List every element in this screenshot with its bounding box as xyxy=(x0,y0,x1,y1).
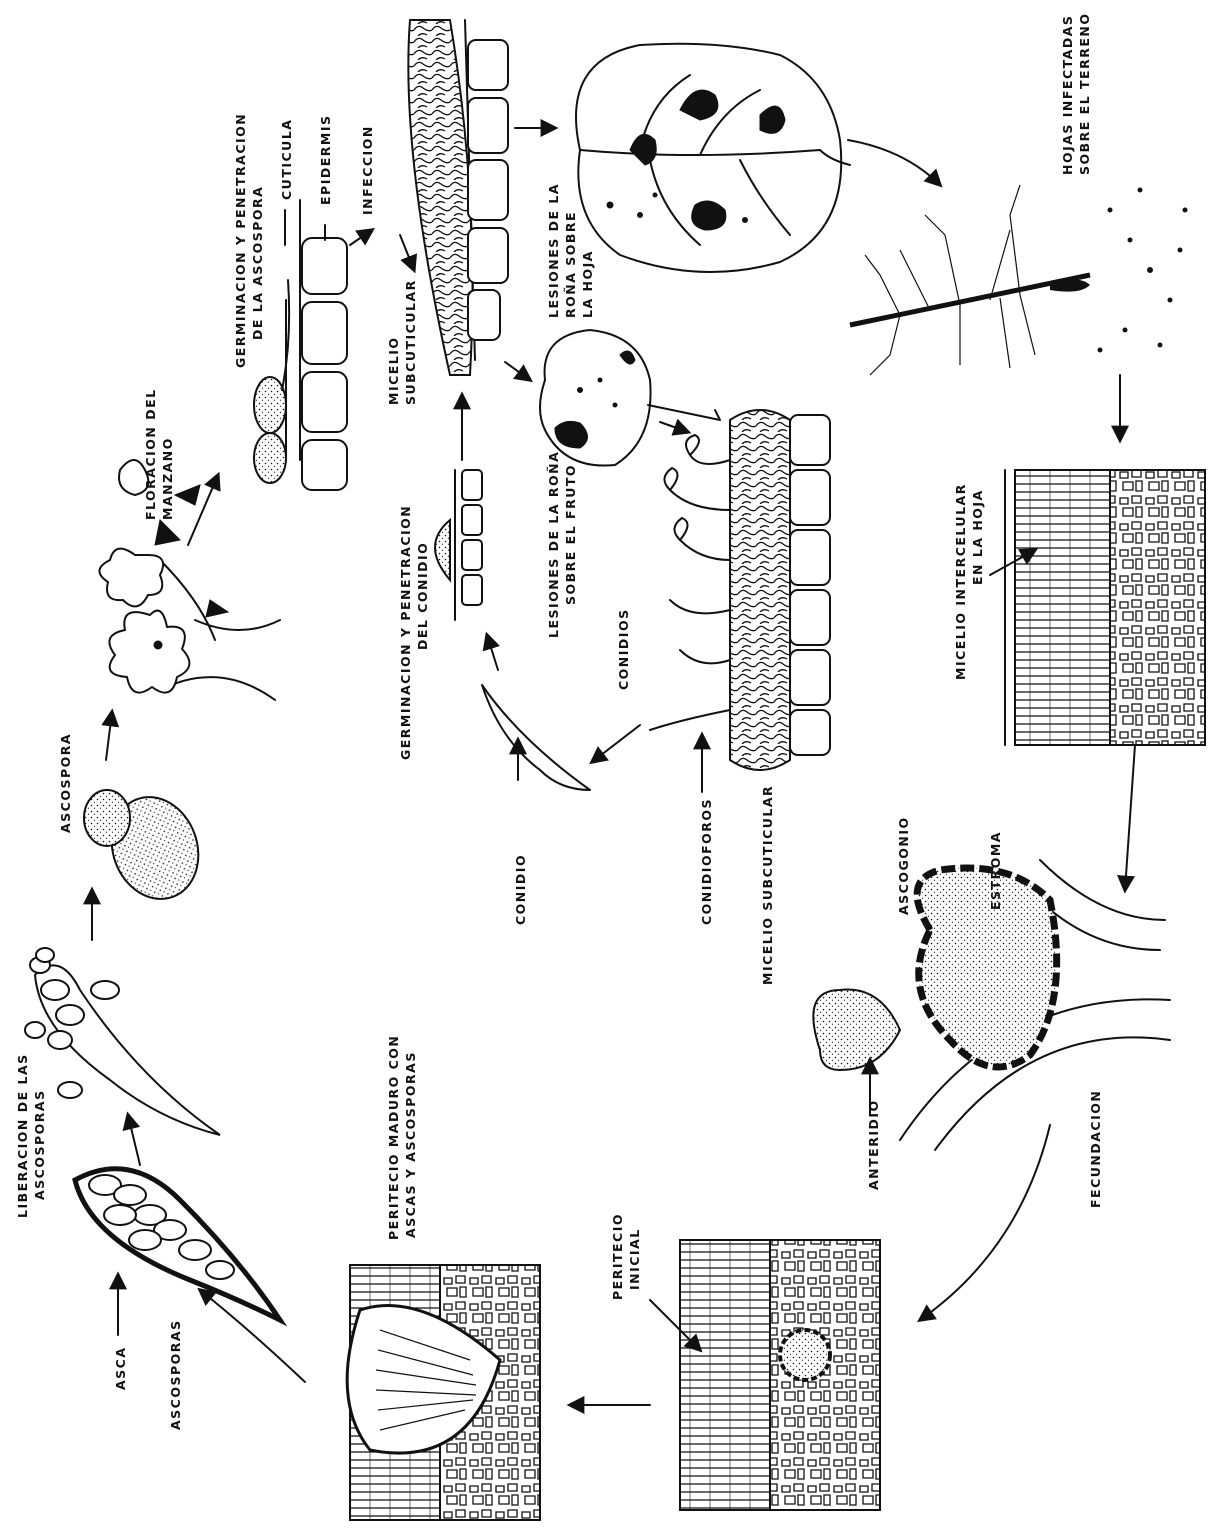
label-peritecio-maduro-2: ASCAS Y ASCOSPORAS xyxy=(403,1051,418,1238)
ascospore-germination-drawing xyxy=(254,200,347,490)
label-micelio-sub-1: MICELIO xyxy=(386,336,401,405)
label-ascospora: ASCOSPORA xyxy=(58,733,73,833)
label-floracion-1: FLORACION DEL xyxy=(143,388,158,520)
mature-perithecium-drawing xyxy=(347,1265,540,1520)
label-germ-conidio-1: GERMINACION Y PENETRACION xyxy=(398,505,413,760)
label-ascogonio: ASCOGONIO xyxy=(896,816,911,915)
arrow-leaf-to-ground xyxy=(848,140,940,185)
label-conidios: CONIDIOS xyxy=(616,608,631,690)
label-lesiones-hoja-2: ROÑA SOBRE xyxy=(563,211,578,318)
label-epidermis: EPIDERMIS xyxy=(318,115,333,205)
arrow-fecundation-to-perithecium xyxy=(920,1125,1050,1320)
label-conidioforos: CONIDIOFOROS xyxy=(699,798,714,925)
label-germ-asco-2: DE LA ASCOSPORA xyxy=(250,186,265,340)
leaves-on-ground-drawing xyxy=(850,185,1187,375)
conidium-germination-drawing xyxy=(435,470,482,620)
label-hojas-inf-1: HOJAS INFECTADAS xyxy=(1060,15,1075,175)
label-conidio: CONIDIO xyxy=(513,854,528,925)
label-floracion-2: MANZANO xyxy=(160,437,175,520)
label-lesiones-hoja-1: LESIONES DE LA xyxy=(546,183,561,318)
label-micelio-inter-1: MICELIO INTERCELULAR xyxy=(953,483,968,680)
arrow-to-infection xyxy=(350,230,372,245)
label-hojas-inf-2: SOBRE EL TERRENO xyxy=(1077,13,1092,175)
label-micelio-inter-2: EN LA HOJA xyxy=(970,489,985,585)
intercellular-mycelium-drawing xyxy=(990,470,1205,745)
label-lesiones-hoja-3: LA HOJA xyxy=(580,250,595,318)
arrow-asca-to-release xyxy=(128,1115,140,1165)
conidiophores-drawing xyxy=(650,410,830,770)
arrow-bloom-to-germination xyxy=(188,475,218,545)
label-liberacion-1: LIBERACION DE LAS xyxy=(15,1053,30,1218)
label-ascosporas: ASCOSPORAS xyxy=(168,1319,183,1430)
label-liberacion-2: ASCOSPORAS xyxy=(32,1089,47,1200)
arrow-intercellular-to-ascogonium xyxy=(1125,745,1135,890)
arrow-conidios-to-conidio xyxy=(592,725,640,762)
label-cuticula: CUTICULA xyxy=(279,119,294,200)
apple-blossom-drawing xyxy=(99,460,280,700)
conidium-drawing xyxy=(482,685,590,790)
label-infeccion: INFECCION xyxy=(360,125,375,215)
label-fecundacion: FECUNDACION xyxy=(1088,1090,1103,1208)
ascospora-drawing xyxy=(84,785,212,911)
arrow-to-fruit-lesion xyxy=(505,362,530,380)
label-lesiones-fruto-2: SOBRE EL FRUTO xyxy=(563,464,578,605)
initial-perithecium-drawing xyxy=(650,1240,880,1510)
label-peritecio-inicial-2: INICIAL xyxy=(627,1228,642,1290)
infected-leaf-drawing xyxy=(576,44,850,272)
label-asca: ASCA xyxy=(113,1346,128,1390)
arrow-ascospora-to-bloom xyxy=(106,712,112,760)
label-anteridio: ANTERIDIO xyxy=(866,1099,881,1190)
ascospore-release-drawing xyxy=(25,948,220,1135)
ascus-drawing xyxy=(75,1169,280,1335)
label-lesiones-fruto-1: LESIONES DE LA ROÑA xyxy=(546,451,561,638)
label-peritecio-maduro-1: PERITECIO MADURO CON xyxy=(386,1035,401,1240)
arrow-fruit-to-conidiophores xyxy=(660,422,688,432)
label-germ-conidio-2: DEL CONIDIO xyxy=(415,542,430,650)
label-peritecio-inicial-1: PERITECIO xyxy=(610,1213,625,1300)
label-micelio-sub-2: SUBCUTICULAR xyxy=(403,279,418,405)
label-estroma: ESTROMA xyxy=(988,831,1003,910)
label-germ-asco-1: GERMINACION Y PENETRACION xyxy=(233,113,248,368)
arrow-conidio-to-germination xyxy=(487,635,498,670)
label-micelio-subcuticular: MICELIO SUBCUTICULAR xyxy=(760,785,775,985)
